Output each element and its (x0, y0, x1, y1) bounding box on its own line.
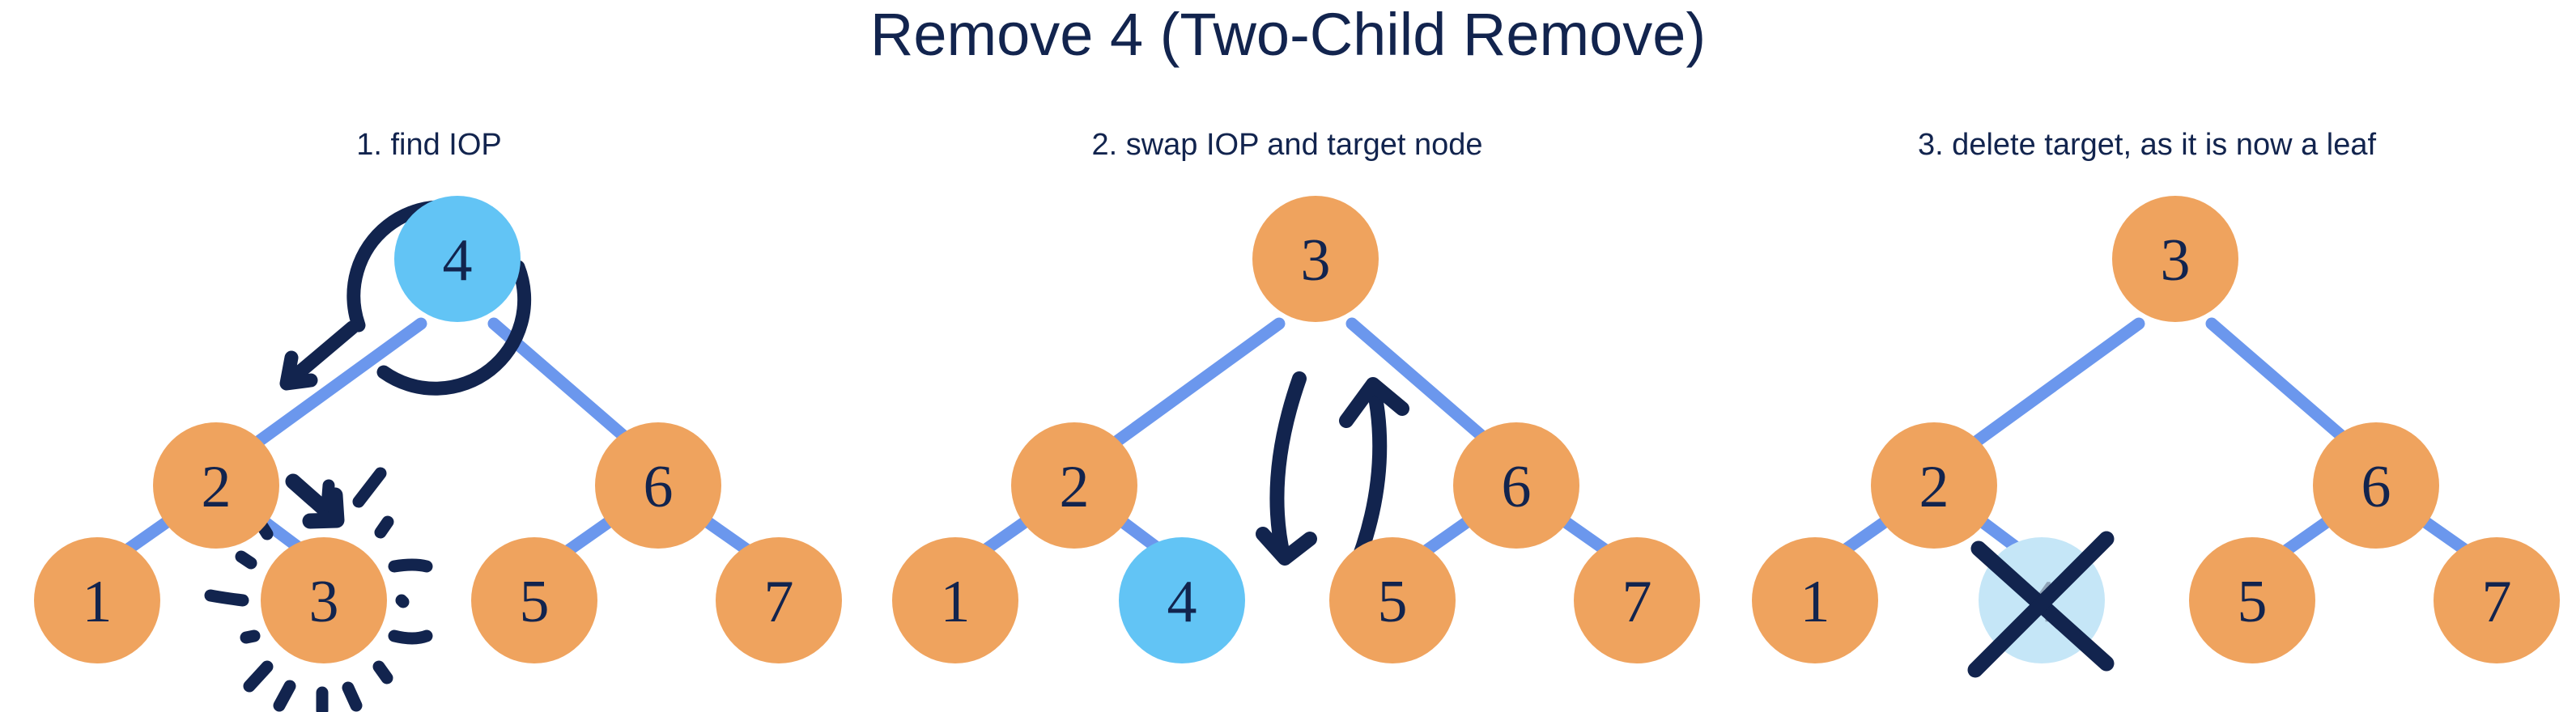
node-1[interactable]: 1 (892, 537, 1018, 663)
delete-cross-icon (1967, 531, 2115, 678)
node-2-label: 2 (1919, 454, 1949, 520)
node-5-label: 5 (520, 569, 550, 635)
node-3[interactable]: 3 (2112, 196, 2238, 322)
node-1-label: 1 (941, 569, 971, 635)
node-3[interactable]: 3 (1252, 196, 1379, 322)
node-5[interactable]: 5 (471, 537, 597, 663)
node-6-label: 6 (2361, 454, 2391, 520)
node-4[interactable]: 4 (1119, 537, 1245, 663)
node-7[interactable]: 7 (1574, 537, 1700, 663)
node-3-label: 3 (1301, 227, 1331, 294)
node-5[interactable]: 5 (1329, 537, 1456, 663)
node-5-label: 5 (1378, 569, 1408, 635)
panel-3-caption: 3. delete target, as it is now a leaf (1917, 128, 2377, 162)
panel-3-nodes: 3 2 6 1 4 (1752, 196, 2560, 663)
node-1[interactable]: 1 (1752, 537, 1878, 663)
node-7-label: 7 (2482, 569, 2512, 635)
node-6-label: 6 (644, 454, 674, 520)
node-7-label: 7 (764, 569, 794, 635)
panel-2-nodes: 3 2 6 1 4 (892, 196, 1700, 663)
node-5[interactable]: 5 (2189, 537, 2315, 663)
panel-swap-iop: 2. swap IOP and target node (858, 0, 1716, 712)
node-2-label: 2 (202, 454, 232, 520)
node-7[interactable]: 7 (716, 537, 842, 663)
node-1-label: 1 (1800, 569, 1830, 635)
panel-find-iop: 1. find IOP (0, 0, 858, 712)
node-3-label: 3 (2161, 227, 2191, 294)
sparkle-burst-annotation (204, 467, 433, 712)
panel-1-nodes: 4 2 6 1 3 (34, 196, 842, 663)
page-title: Remove 4 (Two-Child Remove) (869, 1, 1707, 68)
panel-1-tree: 4 2 6 1 3 (34, 196, 842, 712)
panel-3-tree: 3 2 6 1 4 (1752, 196, 2560, 678)
node-1[interactable]: 1 (34, 537, 160, 663)
node-6[interactable]: 6 (2313, 422, 2439, 549)
panel-2-caption: 2. swap IOP and target node (1091, 128, 1483, 162)
node-2[interactable]: 2 (153, 422, 279, 549)
node-2[interactable]: 2 (1871, 422, 1997, 549)
node-7-label: 7 (1622, 569, 1652, 635)
node-5-label: 5 (2238, 569, 2268, 635)
panel-1-caption: 1. find IOP (356, 128, 502, 162)
search-direction-arrow (279, 320, 359, 391)
node-6-label: 6 (1502, 454, 1532, 520)
node-6[interactable]: 6 (1453, 422, 1579, 549)
panel-2-tree: 3 2 6 1 4 (892, 196, 1700, 663)
node-1-label: 1 (83, 569, 113, 635)
node-3-label: 3 (309, 569, 339, 635)
node-2[interactable]: 2 (1011, 422, 1137, 549)
node-3[interactable]: 3 (261, 537, 387, 663)
node-6[interactable]: 6 (595, 422, 721, 549)
panel-delete-target: 3. delete target, as it is now a leaf 3 … (1718, 0, 2576, 712)
pointer-arrow-to-iop (285, 473, 345, 529)
node-2-label: 2 (1060, 454, 1090, 520)
node-4-label: 4 (1167, 569, 1197, 635)
node-4-label: 4 (443, 227, 473, 294)
swap-arrow-down (1256, 371, 1317, 566)
node-4[interactable]: 4 (394, 196, 521, 322)
node-7[interactable]: 7 (2434, 537, 2560, 663)
